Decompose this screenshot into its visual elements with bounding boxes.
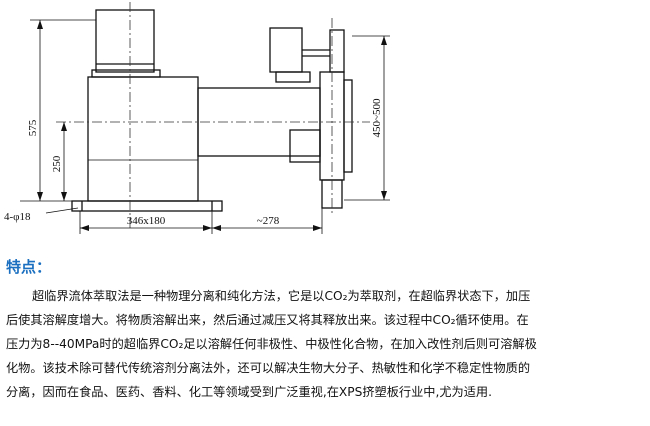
- dim-base-holes-label: 4-φ18: [4, 211, 31, 223]
- base-plate: [71, 200, 223, 212]
- extraction-vessel: [87, 76, 199, 202]
- dim-right-height-label: 450~500: [371, 98, 383, 137]
- features-line-2: 后使其溶解度增大。将物质溶解出来，然后通过减压又将其释放出来。该过程中CO₂循环…: [6, 313, 529, 327]
- dim-horizontal-label: ~278: [257, 215, 280, 227]
- dim-height-total-label: 575: [27, 119, 39, 136]
- features-line-5: 分离，因而在食品、医药、香料、化工等领域受到广泛重视,在XPS挤塑板行业中,尤为…: [6, 385, 492, 399]
- motor-housing: [95, 9, 155, 73]
- equipment-dimension-drawing: 575 250 4-φ18 346x180 ~278 450~500: [4, 2, 390, 234]
- upper-motor: [269, 27, 303, 73]
- dim-height-inner-label: 250: [51, 155, 63, 172]
- dim-base-width-label: 346x180: [127, 215, 166, 227]
- features-heading: 特点：: [6, 258, 52, 276]
- features-line-1: 超临界流体萃取法是一种物理分离和纯化方法，它是以CO₂为萃取剂，在超临界状态下，…: [32, 289, 531, 303]
- features-line-4: 化物。该技术除可替代传统溶剂分离法外，还可以解决生物大分子、热敏性和化学不稳定性…: [6, 361, 531, 375]
- features-line-3: 压力为8--40MPa时的超临界CO₂足以溶解任何非极性、中极性化合物，在加入改…: [6, 337, 537, 351]
- features-paragraph: 超临界流体萃取法是一种物理分离和纯化方法，它是以CO₂为萃取剂，在超临界状态下，…: [6, 284, 646, 404]
